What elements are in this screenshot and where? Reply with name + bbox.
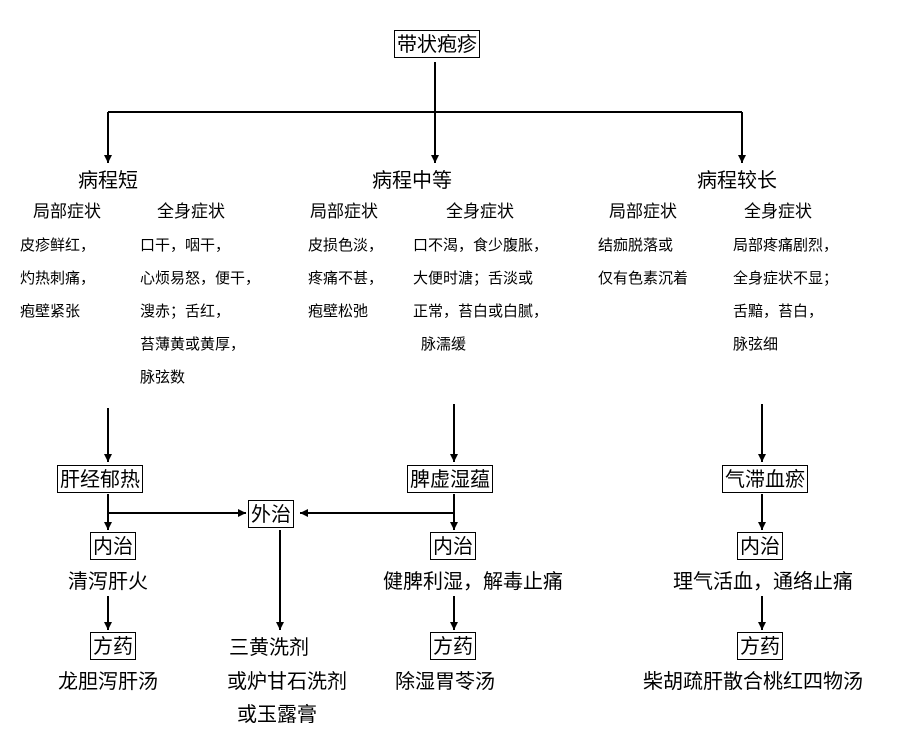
internal-method-1: 清泻肝火 [68,569,148,593]
formula-2: 除湿胃苓汤 [395,669,495,693]
local-label-3: 局部症状 [609,202,677,222]
local-label-2: 局部症状 [310,202,378,222]
systemic-label-1: 全身症状 [157,202,225,222]
systemic-line-1-1: 口干，咽干， [140,236,231,254]
internal-box-3: 内治 [737,532,783,560]
syndrome-box-3: 气滞血瘀 [722,465,808,493]
external-remedy-1: 三黄洗剂 [229,635,309,659]
internal-box-1: 内治 [90,532,136,560]
heading-short: 病程短 [78,168,138,192]
local-line-1-3: 疱壁紧张 [20,302,81,320]
local-line-1-2: 灼热刺痛， [20,269,96,287]
external-box: 外治 [248,500,294,528]
internal-method-2: 健脾利湿，解毒止痛 [383,569,563,593]
root-box: 带状疱疹 [394,30,480,58]
formula-1: 龙胆泻肝汤 [58,669,158,693]
external-remedy-3: 或玉露膏 [237,702,317,726]
heading-medium: 病程中等 [372,168,452,192]
formula-box-1: 方药 [90,632,136,660]
local-line-3-2: 仅有色素沉着 [598,269,689,287]
heading-long: 病程较长 [697,168,777,192]
local-label-1: 局部症状 [33,202,101,222]
systemic-line-2-1: 口不渴，食少腹胀， [413,236,549,254]
syndrome-box-1: 肝经郁热 [57,465,143,493]
systemic-line-2-4: 脉濡缓 [421,335,467,353]
formula-box-3: 方药 [737,632,783,660]
internal-method-3: 理气活血，通络止痛 [673,569,853,593]
systemic-label-2: 全身症状 [446,202,514,222]
systemic-line-2-2: 大便时溏；舌淡或 [413,269,534,287]
systemic-label-3: 全身症状 [744,202,812,222]
local-line-2-2: 疼痛不甚， [308,269,384,287]
local-line-3-1: 结痂脱落或 [598,236,674,254]
systemic-line-3-1: 局部疼痛剧烈， [733,236,839,254]
formula-box-2: 方药 [430,632,476,660]
local-line-2-3: 疱壁松弛 [308,302,369,320]
systemic-line-3-4: 脉弦细 [733,335,779,353]
internal-box-2: 内治 [430,532,476,560]
systemic-line-1-2: 心烦易怒，便干， [140,269,261,287]
systemic-line-1-4: 苔薄黄或黄厚， [140,335,246,353]
systemic-line-3-3: 舌黯，苔白， [733,302,824,320]
external-remedy-2: 或炉甘石洗剂 [227,669,347,693]
syndrome-box-2: 脾虚湿蕴 [407,465,493,493]
local-line-1-1: 皮疹鲜红， [20,236,96,254]
local-line-2-1: 皮损色淡， [308,236,384,254]
formula-3: 柴胡疏肝散合桃红四物汤 [643,669,863,693]
systemic-line-2-3: 正常，苔白或白腻， [413,302,549,320]
systemic-line-1-5: 脉弦数 [140,368,186,386]
systemic-line-1-3: 溲赤；舌红， [140,302,231,320]
systemic-line-3-2: 全身症状不显； [733,269,839,287]
